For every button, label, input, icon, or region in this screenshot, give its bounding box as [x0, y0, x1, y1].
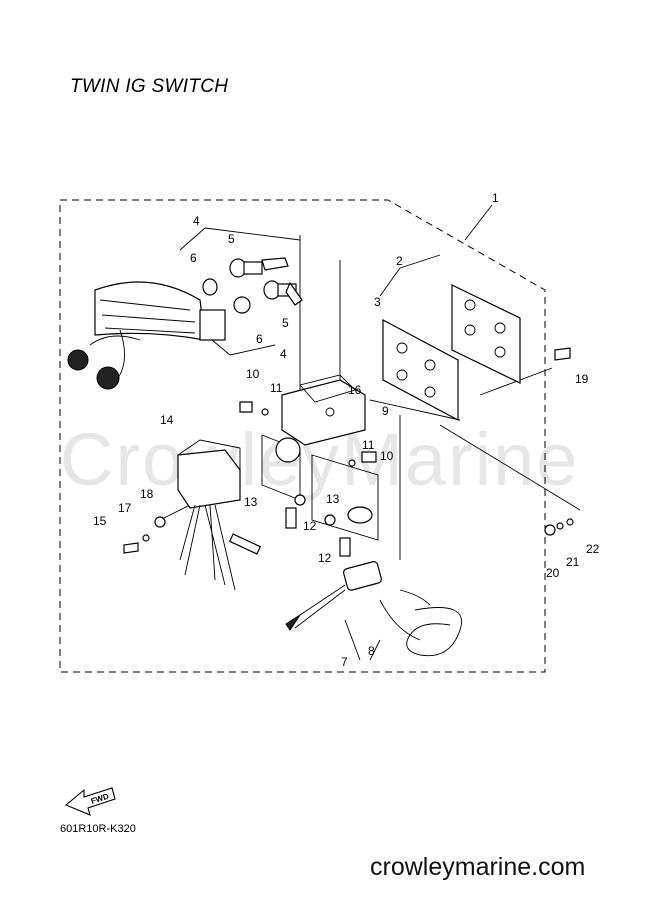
- callout-15: 15: [93, 514, 107, 528]
- callout-13: 13: [244, 495, 258, 509]
- callout-9: 9: [382, 404, 389, 418]
- callout-8: 8: [368, 644, 375, 658]
- callout-7: 7: [341, 655, 348, 669]
- callout-4: 4: [193, 214, 200, 228]
- lanyard-switch: [285, 561, 462, 657]
- callout-6: 6: [190, 251, 197, 265]
- drawing-code: 601R10R-K320: [60, 823, 136, 835]
- callout-1: 1: [492, 191, 499, 205]
- callout-16: 16: [348, 383, 362, 397]
- control-module: [177, 439, 262, 591]
- callout-12: 12: [303, 519, 317, 533]
- callout-12b: 12: [318, 551, 332, 565]
- switch-bracket: [261, 374, 379, 541]
- callout-11: 11: [270, 381, 283, 395]
- callout-10b: 10: [380, 449, 394, 463]
- callout-5b: 5: [282, 316, 289, 330]
- callout-5: 5: [228, 232, 235, 246]
- gasket-plate: [451, 284, 521, 384]
- callout-21: 21: [566, 555, 580, 569]
- leader-lines: [159, 204, 581, 661]
- callout-labels: 1 2 3 4 5 6 5 6 4 10 11 16 9 14 11 10 13…: [93, 191, 600, 669]
- callout-19: 19: [575, 372, 589, 386]
- ignition-switches: [202, 257, 303, 314]
- callout-2: 2: [396, 254, 403, 268]
- site-footer: crowleymarine.com: [370, 853, 586, 881]
- fasteners: [123, 347, 574, 557]
- callout-4b: 4: [280, 347, 287, 361]
- fwd-arrow-icon: FWD: [64, 787, 116, 816]
- callout-14: 14: [160, 413, 174, 427]
- page-title: TWIN IG SWITCH: [70, 76, 229, 97]
- callout-3: 3: [374, 295, 381, 309]
- callout-11b: 11: [362, 438, 375, 452]
- assembly-boundary: [59, 199, 546, 673]
- callout-13b: 13: [326, 492, 340, 506]
- callout-6b: 6: [256, 332, 263, 346]
- callout-22: 22: [586, 542, 600, 556]
- callout-20: 20: [546, 566, 560, 580]
- callout-17: 17: [118, 501, 132, 515]
- callout-10: 10: [246, 367, 260, 381]
- callout-18: 18: [140, 487, 154, 501]
- switch-harness: [67, 281, 226, 390]
- mount-plate: [382, 319, 459, 421]
